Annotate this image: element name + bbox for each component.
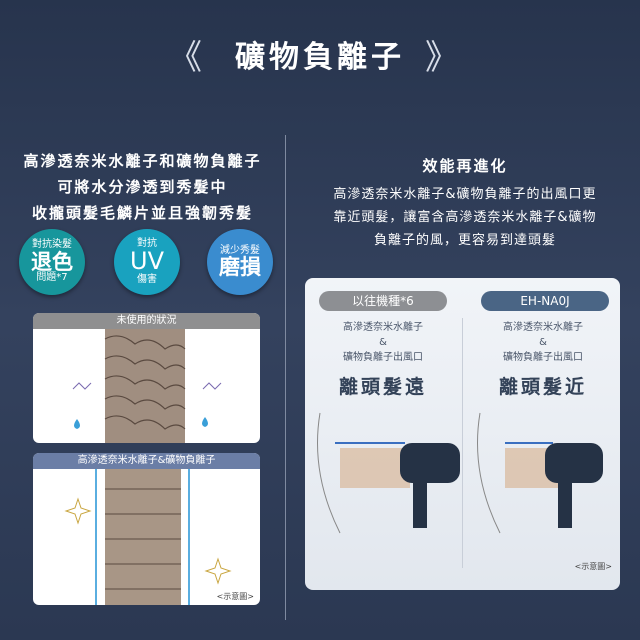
comparison-panel: 以往機種*6 EH-NA0J 高滲透奈米水離子&礦物負離子出風口 高滲透奈米水離… [305,278,620,590]
right-description: 高滲透奈米水離子&礦物負離子的出風口更 靠近頭髮，讓富含高滲透奈米水離子&礦物 … [290,183,640,252]
divider [462,318,463,568]
water-drop-icon [202,417,208,427]
divider [285,135,286,620]
healthy-hair-illustration [64,469,232,605]
water-drop-icon [74,419,80,429]
sparkle-icon [64,497,92,525]
result-far: 離頭髮遠 [338,376,427,398]
right-heading: 效能再進化 [422,157,508,175]
desc-line: 高滲透奈米水離子&礦物負離子的出風口更 [333,187,597,202]
panel-after-header: 高滲透奈米水離子&礦物負離子 [33,453,260,469]
hair-dryer-icon [400,443,460,483]
chevron-right-decor: 》 [425,38,459,78]
illustration-note: <示意圖> [216,592,254,601]
desc-line: 靠近頭髮，讓富含高滲透奈米水離子&礦物 [333,210,597,225]
damaged-hair-illustration [72,329,222,443]
page-title: 礦物負離子 [235,40,405,75]
desc-line: 可將水分滲透到秀髮中 [57,178,228,196]
result-near: 離頭髮近 [498,376,587,398]
desc-line: 高滲透奈米水離子和礦物負離子 [23,152,262,170]
badge-color-fade: 對抗染髮退色問題*7 [19,229,85,295]
desc-line: 收攏頭髮毛鱗片並且強韌秀髮 [31,204,253,222]
panel-before-header: 未使用的狀況 [33,313,260,329]
badge-damage: 減少秀髮磨損 [207,229,273,295]
panel-after: 高滲透奈米水離子&礦物負離子 <示意圖> [33,453,260,605]
label-new-model: EH-NA0J [481,291,609,311]
dryer-comparison-illustration [317,412,603,534]
illustration-note: <示意圖> [574,562,612,571]
desc-line: 負離子的風，更容易到達頭髮 [373,233,556,248]
panel-before: 未使用的狀況 [33,313,260,443]
sparkle-icon [204,557,232,585]
hair-dryer-icon [545,443,603,483]
left-description: 高滲透奈米水離子和礦物負離子 可將水分滲透到秀髮中 收攏頭髮毛鱗片並且強韌秀髮 [0,148,285,226]
label-previous-model: 以往機種*6 [319,291,447,311]
